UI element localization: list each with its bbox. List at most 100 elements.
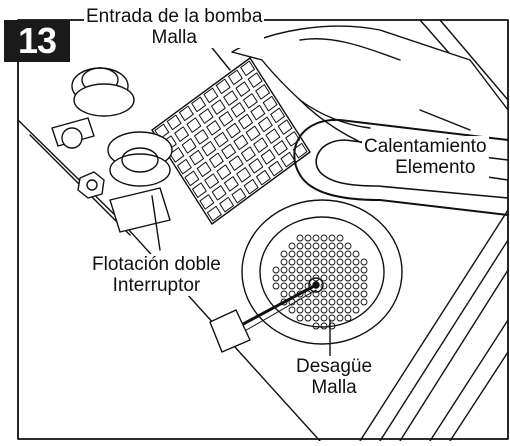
screen-cell <box>243 178 259 195</box>
drain-hole <box>304 258 312 266</box>
drain-hole <box>288 282 296 290</box>
screen-cell <box>176 158 192 175</box>
drain-hole <box>328 282 336 290</box>
drain-hole <box>344 282 352 290</box>
drain-hole <box>328 298 336 306</box>
drain-hole <box>280 290 288 298</box>
screen-cell <box>199 194 215 210</box>
drain-hole <box>304 234 312 242</box>
screen-cell <box>272 140 288 156</box>
drain-hole <box>328 258 336 266</box>
drain-hole <box>336 290 344 298</box>
drain-hole <box>352 258 360 266</box>
screen-cell <box>204 173 220 189</box>
drain-hole <box>328 322 336 330</box>
drain-hole <box>352 306 360 314</box>
drain-hole <box>280 250 288 258</box>
drain-hole <box>336 242 344 250</box>
drain-hole <box>296 266 304 274</box>
drain-hole <box>304 274 312 282</box>
screen-cell <box>257 116 273 133</box>
leader-float <box>151 195 161 251</box>
heating-element <box>293 118 509 216</box>
drain-hole <box>352 266 360 274</box>
screen-cell <box>228 155 244 171</box>
drain-hole <box>344 298 352 306</box>
screen-cell <box>223 90 239 106</box>
screen-cell <box>210 99 226 115</box>
drain-hole <box>304 266 312 274</box>
screen-cell <box>221 143 237 160</box>
drain-hole <box>296 274 304 282</box>
drain-hole <box>312 242 320 250</box>
drain-hole <box>312 314 320 322</box>
label-pump-inlet-line2: Malla <box>151 27 197 48</box>
drain-hole <box>360 266 368 274</box>
drain-hole <box>304 306 312 314</box>
screen-cell <box>250 104 266 121</box>
label-pump-inlet-screen: Entrada de la bomba Malla <box>84 6 265 48</box>
drain-hole <box>344 306 352 314</box>
drain-hole <box>360 290 368 298</box>
drain-hole <box>312 290 320 298</box>
drain-hole <box>328 266 336 274</box>
drain-hole <box>320 266 328 274</box>
drain-hole <box>312 250 320 258</box>
drain-hole <box>336 274 344 282</box>
tank-wall-right-inner2 <box>399 269 509 442</box>
drain-hole <box>320 250 328 258</box>
drain-hole <box>280 266 288 274</box>
screen-cell <box>218 111 234 127</box>
drain-hole <box>344 290 352 298</box>
drain-hole <box>336 282 344 290</box>
drain-hole <box>328 274 336 282</box>
drain-hole <box>320 298 328 306</box>
drain-hole <box>344 314 352 322</box>
screen-cell <box>268 160 284 177</box>
label-heating-element: Calentamiento Elemento <box>362 136 489 178</box>
drain-hole <box>352 274 360 282</box>
screen-cell <box>240 60 256 77</box>
screen-cell <box>292 142 308 159</box>
label-drain-screen: Desagüe Malla <box>294 356 375 398</box>
screen-cell <box>236 167 252 183</box>
screen-cell <box>277 119 293 135</box>
drain-hole <box>344 242 352 250</box>
screen-cell <box>260 149 276 165</box>
screen-cell <box>189 149 205 166</box>
drain-hole <box>312 266 320 274</box>
screen-cell <box>270 107 286 124</box>
drain-hole <box>352 250 360 258</box>
label-drain-line2: Malla <box>311 377 357 398</box>
drain-hole <box>280 258 288 266</box>
screen-cell <box>196 161 212 178</box>
drain-hole <box>304 298 312 306</box>
drain-hole <box>288 242 296 250</box>
screen-cell <box>238 113 254 130</box>
pump-inlet-screen <box>151 57 311 225</box>
drain-center <box>308 277 324 293</box>
screen-cell <box>206 120 222 136</box>
drain-hole <box>312 306 320 314</box>
drain-hole <box>328 306 336 314</box>
drain-hole <box>320 274 328 282</box>
screen-cell <box>285 131 301 147</box>
screen-cell <box>255 169 271 186</box>
drain-hole <box>320 242 328 250</box>
drain-hole <box>360 258 368 266</box>
screen-cell <box>186 117 202 133</box>
drain-hole <box>344 258 352 266</box>
drain-hole <box>328 234 336 242</box>
drain-hole <box>312 298 320 306</box>
screen-cell <box>240 146 256 162</box>
drain-hole <box>320 290 328 298</box>
drain-handle <box>209 309 251 353</box>
drain-hole <box>272 266 280 274</box>
screen-cell <box>233 134 249 151</box>
drain-hole <box>312 234 320 242</box>
leader-heating <box>419 109 471 131</box>
drain-hole <box>336 234 344 242</box>
screen-cell <box>230 102 246 118</box>
drain-hole <box>320 322 328 330</box>
